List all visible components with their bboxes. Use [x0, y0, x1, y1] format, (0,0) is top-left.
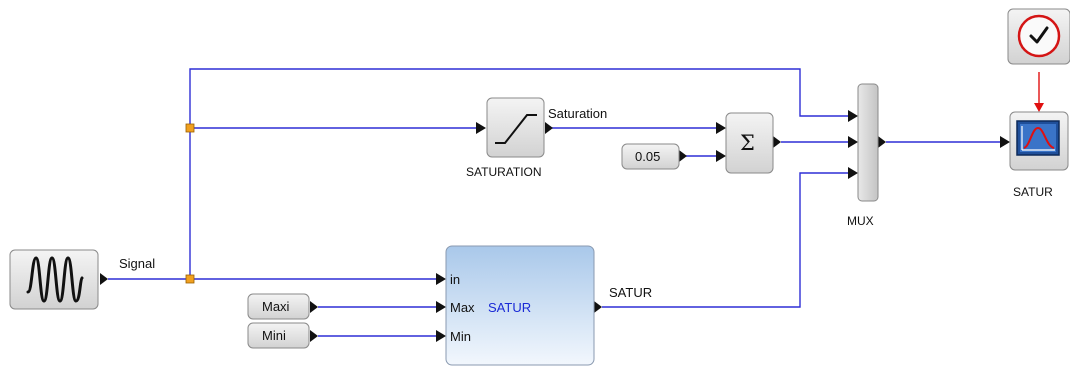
scope-block[interactable]: SATUR	[1009, 111, 1069, 199]
split-point-bottom[interactable]	[185, 274, 195, 284]
superblock-title: SATUR	[488, 300, 531, 315]
saturation-block[interactable]: SATURATION	[466, 97, 545, 179]
wires	[108, 68, 1040, 337]
constant-block[interactable]: 0.05	[621, 143, 680, 170]
clock-block[interactable]	[1007, 8, 1070, 65]
signal-generator-block[interactable]	[9, 249, 99, 310]
wire-label-satur: SATUR	[609, 285, 652, 300]
split-point-top[interactable]	[185, 123, 195, 133]
input-arrow	[716, 150, 726, 162]
mini-block[interactable]: Mini	[247, 322, 310, 349]
input-arrow	[1000, 136, 1010, 148]
maxi-block[interactable]: Maxi	[247, 293, 310, 320]
input-arrow	[476, 122, 486, 134]
sine-wave-icon	[26, 256, 84, 303]
mini-label: Mini	[262, 328, 286, 343]
mux-label: MUX	[847, 214, 874, 228]
superblock-port-min: Min	[450, 329, 471, 344]
sum-block[interactable]: Σ	[725, 112, 774, 174]
wire-superblock-to-mux[interactable]	[602, 172, 848, 308]
input-arrow	[848, 136, 858, 148]
output-arrow	[773, 136, 781, 148]
wire-trunk[interactable]	[189, 68, 848, 279]
wire-label-signal: Signal	[119, 256, 155, 271]
scope-icon	[1016, 120, 1060, 156]
output-arrow	[545, 122, 553, 134]
scope-label: SATUR	[1013, 185, 1053, 199]
superblock-port-in: in	[450, 272, 460, 287]
output-arrow	[679, 150, 687, 162]
output-arrow	[594, 301, 602, 313]
port-arrows	[100, 103, 1044, 342]
input-arrow	[848, 110, 858, 122]
input-arrow	[436, 301, 446, 313]
input-arrow	[848, 167, 858, 179]
input-arrow	[716, 122, 726, 134]
satur-superblock[interactable]: in Max Min SATUR	[445, 245, 595, 366]
saturation-curve-icon	[495, 114, 537, 144]
clock-icon	[1017, 14, 1061, 58]
event-arrow	[1034, 103, 1044, 112]
superblock-port-max: Max	[450, 300, 475, 315]
output-arrow	[100, 273, 108, 285]
mux-block[interactable]: MUX	[847, 83, 879, 228]
maxi-label: Maxi	[262, 299, 290, 314]
wire-label-saturation: Saturation	[548, 106, 607, 121]
output-arrow	[310, 301, 318, 313]
saturation-block-label: SATURATION	[466, 165, 542, 179]
input-arrow	[436, 273, 446, 285]
output-arrow	[310, 330, 318, 342]
constant-value: 0.05	[635, 149, 660, 164]
output-arrow	[878, 136, 886, 148]
sum-symbol: Σ	[740, 131, 755, 155]
input-arrow	[436, 330, 446, 342]
